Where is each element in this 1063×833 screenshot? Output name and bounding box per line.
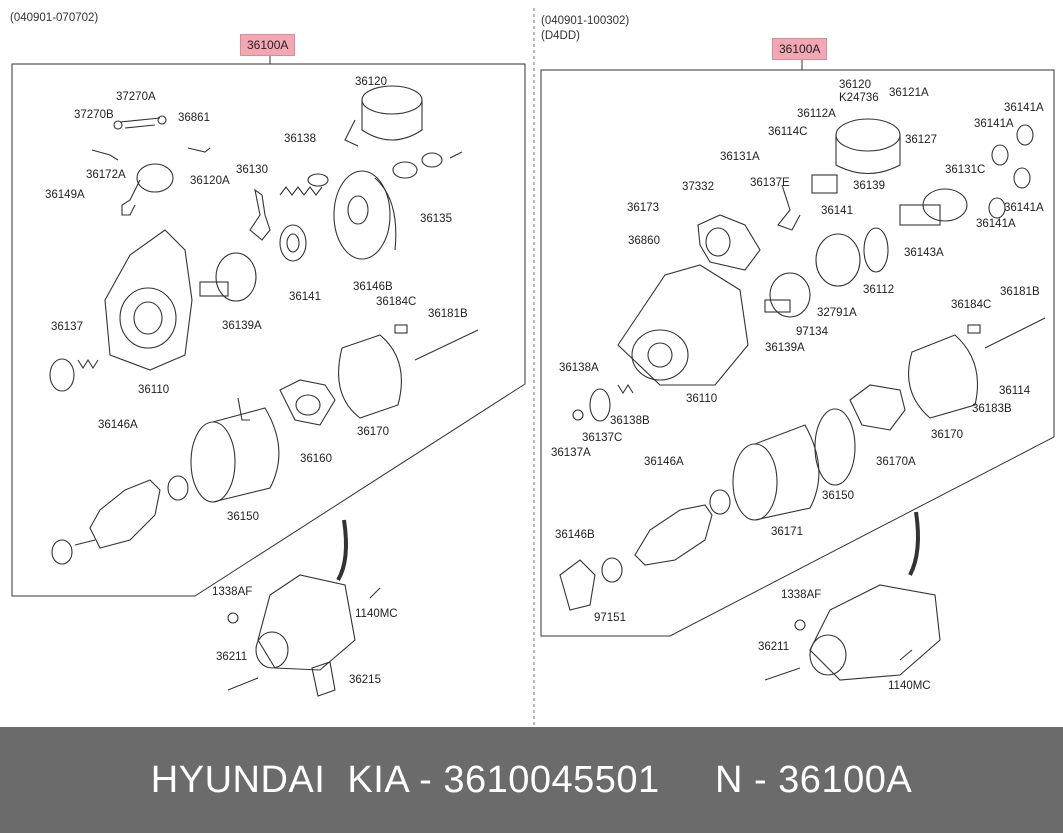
callout-37270B[interactable]: 37270B	[74, 109, 114, 121]
callout-36215[interactable]: 36215	[349, 674, 381, 686]
callout-97151[interactable]: 97151	[594, 612, 626, 624]
callout-36183B[interactable]: 36183B	[972, 403, 1012, 415]
callout-36173[interactable]: 36173	[627, 202, 659, 214]
callout-36141[interactable]: 36141	[289, 291, 321, 303]
callout-1140MC-r[interactable]: 1140MC	[888, 680, 931, 692]
callout-1338AF-r[interactable]: 1338AF	[781, 589, 822, 601]
callout-36146A-r[interactable]: 36146A	[644, 456, 684, 468]
callout-36137E[interactable]: 36137E	[750, 177, 790, 189]
callout-1338AF[interactable]: 1338AF	[212, 586, 253, 598]
callout-36860[interactable]: 36860	[628, 235, 660, 247]
callout-36171[interactable]: 36171	[771, 526, 803, 538]
callout-37332[interactable]: 37332	[682, 181, 714, 193]
callout-36114[interactable]: 36114	[999, 385, 1031, 397]
callout-36110-r[interactable]: 36110	[686, 393, 718, 405]
callout-K24736[interactable]: K24736	[839, 92, 879, 104]
callout-36141A-1[interactable]: 36141A	[1004, 102, 1044, 114]
callout-36181B-r[interactable]: 36181B	[1000, 286, 1040, 298]
callout-36146B-r[interactable]: 36146B	[555, 529, 595, 541]
callout-36170A[interactable]: 36170A	[876, 456, 916, 468]
callout-36114C[interactable]: 36114C	[768, 126, 808, 138]
callout-36150[interactable]: 36150	[227, 511, 259, 523]
callout-36141-r[interactable]: 36141	[821, 205, 853, 217]
callout-36211[interactable]: 36211	[216, 651, 248, 663]
parts-diagram-artwork	[11, 8, 1055, 727]
callout-36184C[interactable]: 36184C	[376, 296, 417, 308]
callout-36160[interactable]: 36160	[300, 453, 332, 465]
right-panel-engine-code: (D4DD)	[541, 30, 580, 42]
callout-36135[interactable]: 36135	[420, 213, 452, 225]
callout-36137A[interactable]: 36137A	[551, 447, 591, 459]
callout-36211-r[interactable]: 36211	[758, 641, 790, 653]
callout-36120A[interactable]: 36120A	[190, 175, 230, 187]
callout-36137C[interactable]: 36137C	[582, 432, 623, 444]
callout-36170-r[interactable]: 36170	[931, 429, 963, 441]
callout-97134[interactable]: 97134	[796, 326, 828, 338]
callout-36131C[interactable]: 36131C	[945, 164, 986, 176]
callout-36146B[interactable]: 36146B	[353, 281, 393, 293]
callout-36139[interactable]: 36139	[853, 180, 885, 192]
callout-36112A[interactable]: 36112A	[797, 108, 836, 120]
callout-36139A-r[interactable]: 36139A	[765, 342, 805, 354]
callout-36138B[interactable]: 36138B	[610, 415, 650, 427]
callout-32791A[interactable]: 32791A	[817, 307, 857, 319]
callout-36137[interactable]: 36137	[51, 321, 83, 333]
callout-36146A[interactable]: 36146A	[98, 419, 138, 431]
callout-36121A[interactable]: 36121A	[889, 87, 929, 99]
right-panel-date-range: (040901-100302)	[541, 15, 630, 27]
callout-36120[interactable]: 36120	[355, 76, 387, 88]
callout-36141A-2[interactable]: 36141A	[974, 118, 1014, 130]
left-assembly-badge[interactable]: 36100A	[240, 34, 296, 56]
callout-36112[interactable]: 36112	[863, 284, 895, 296]
callout-36138A[interactable]: 36138A	[559, 362, 599, 374]
left-panel-date-range: (040901-070702)	[10, 12, 99, 24]
callout-36143A[interactable]: 36143A	[904, 247, 944, 259]
callout-36138[interactable]: 36138	[284, 133, 316, 145]
callout-36131A[interactable]: 36131A	[720, 151, 760, 163]
callout-36130[interactable]: 36130	[236, 164, 268, 176]
right-assembly-badge[interactable]: 36100A	[772, 38, 828, 60]
callout-36139A[interactable]: 36139A	[222, 320, 262, 332]
callout-36141A-3[interactable]: 36141A	[1004, 202, 1044, 214]
callout-36170[interactable]: 36170	[357, 426, 389, 438]
callout-37270A[interactable]: 37270A	[116, 91, 156, 103]
callout-36861[interactable]: 36861	[178, 112, 210, 124]
callout-36181B[interactable]: 36181B	[428, 308, 468, 320]
part-number-banner: HYUNDAI KIA - 3610045501 N - 36100A	[0, 727, 1063, 833]
callout-36150-r[interactable]: 36150	[822, 490, 854, 502]
callout-36184C-r[interactable]: 36184C	[951, 299, 992, 311]
callout-36141A-4[interactable]: 36141A	[976, 218, 1016, 230]
callout-36127[interactable]: 36127	[905, 134, 937, 146]
callout-1140MC[interactable]: 1140MC	[355, 608, 398, 620]
callout-36172A[interactable]: 36172A	[86, 169, 126, 181]
callout-36120-r[interactable]: 36120	[839, 79, 871, 91]
callout-36110[interactable]: 36110	[138, 384, 170, 396]
part-number-text: HYUNDAI KIA - 3610045501 N - 36100A	[150, 758, 913, 801]
callout-36149A[interactable]: 36149A	[45, 189, 85, 201]
